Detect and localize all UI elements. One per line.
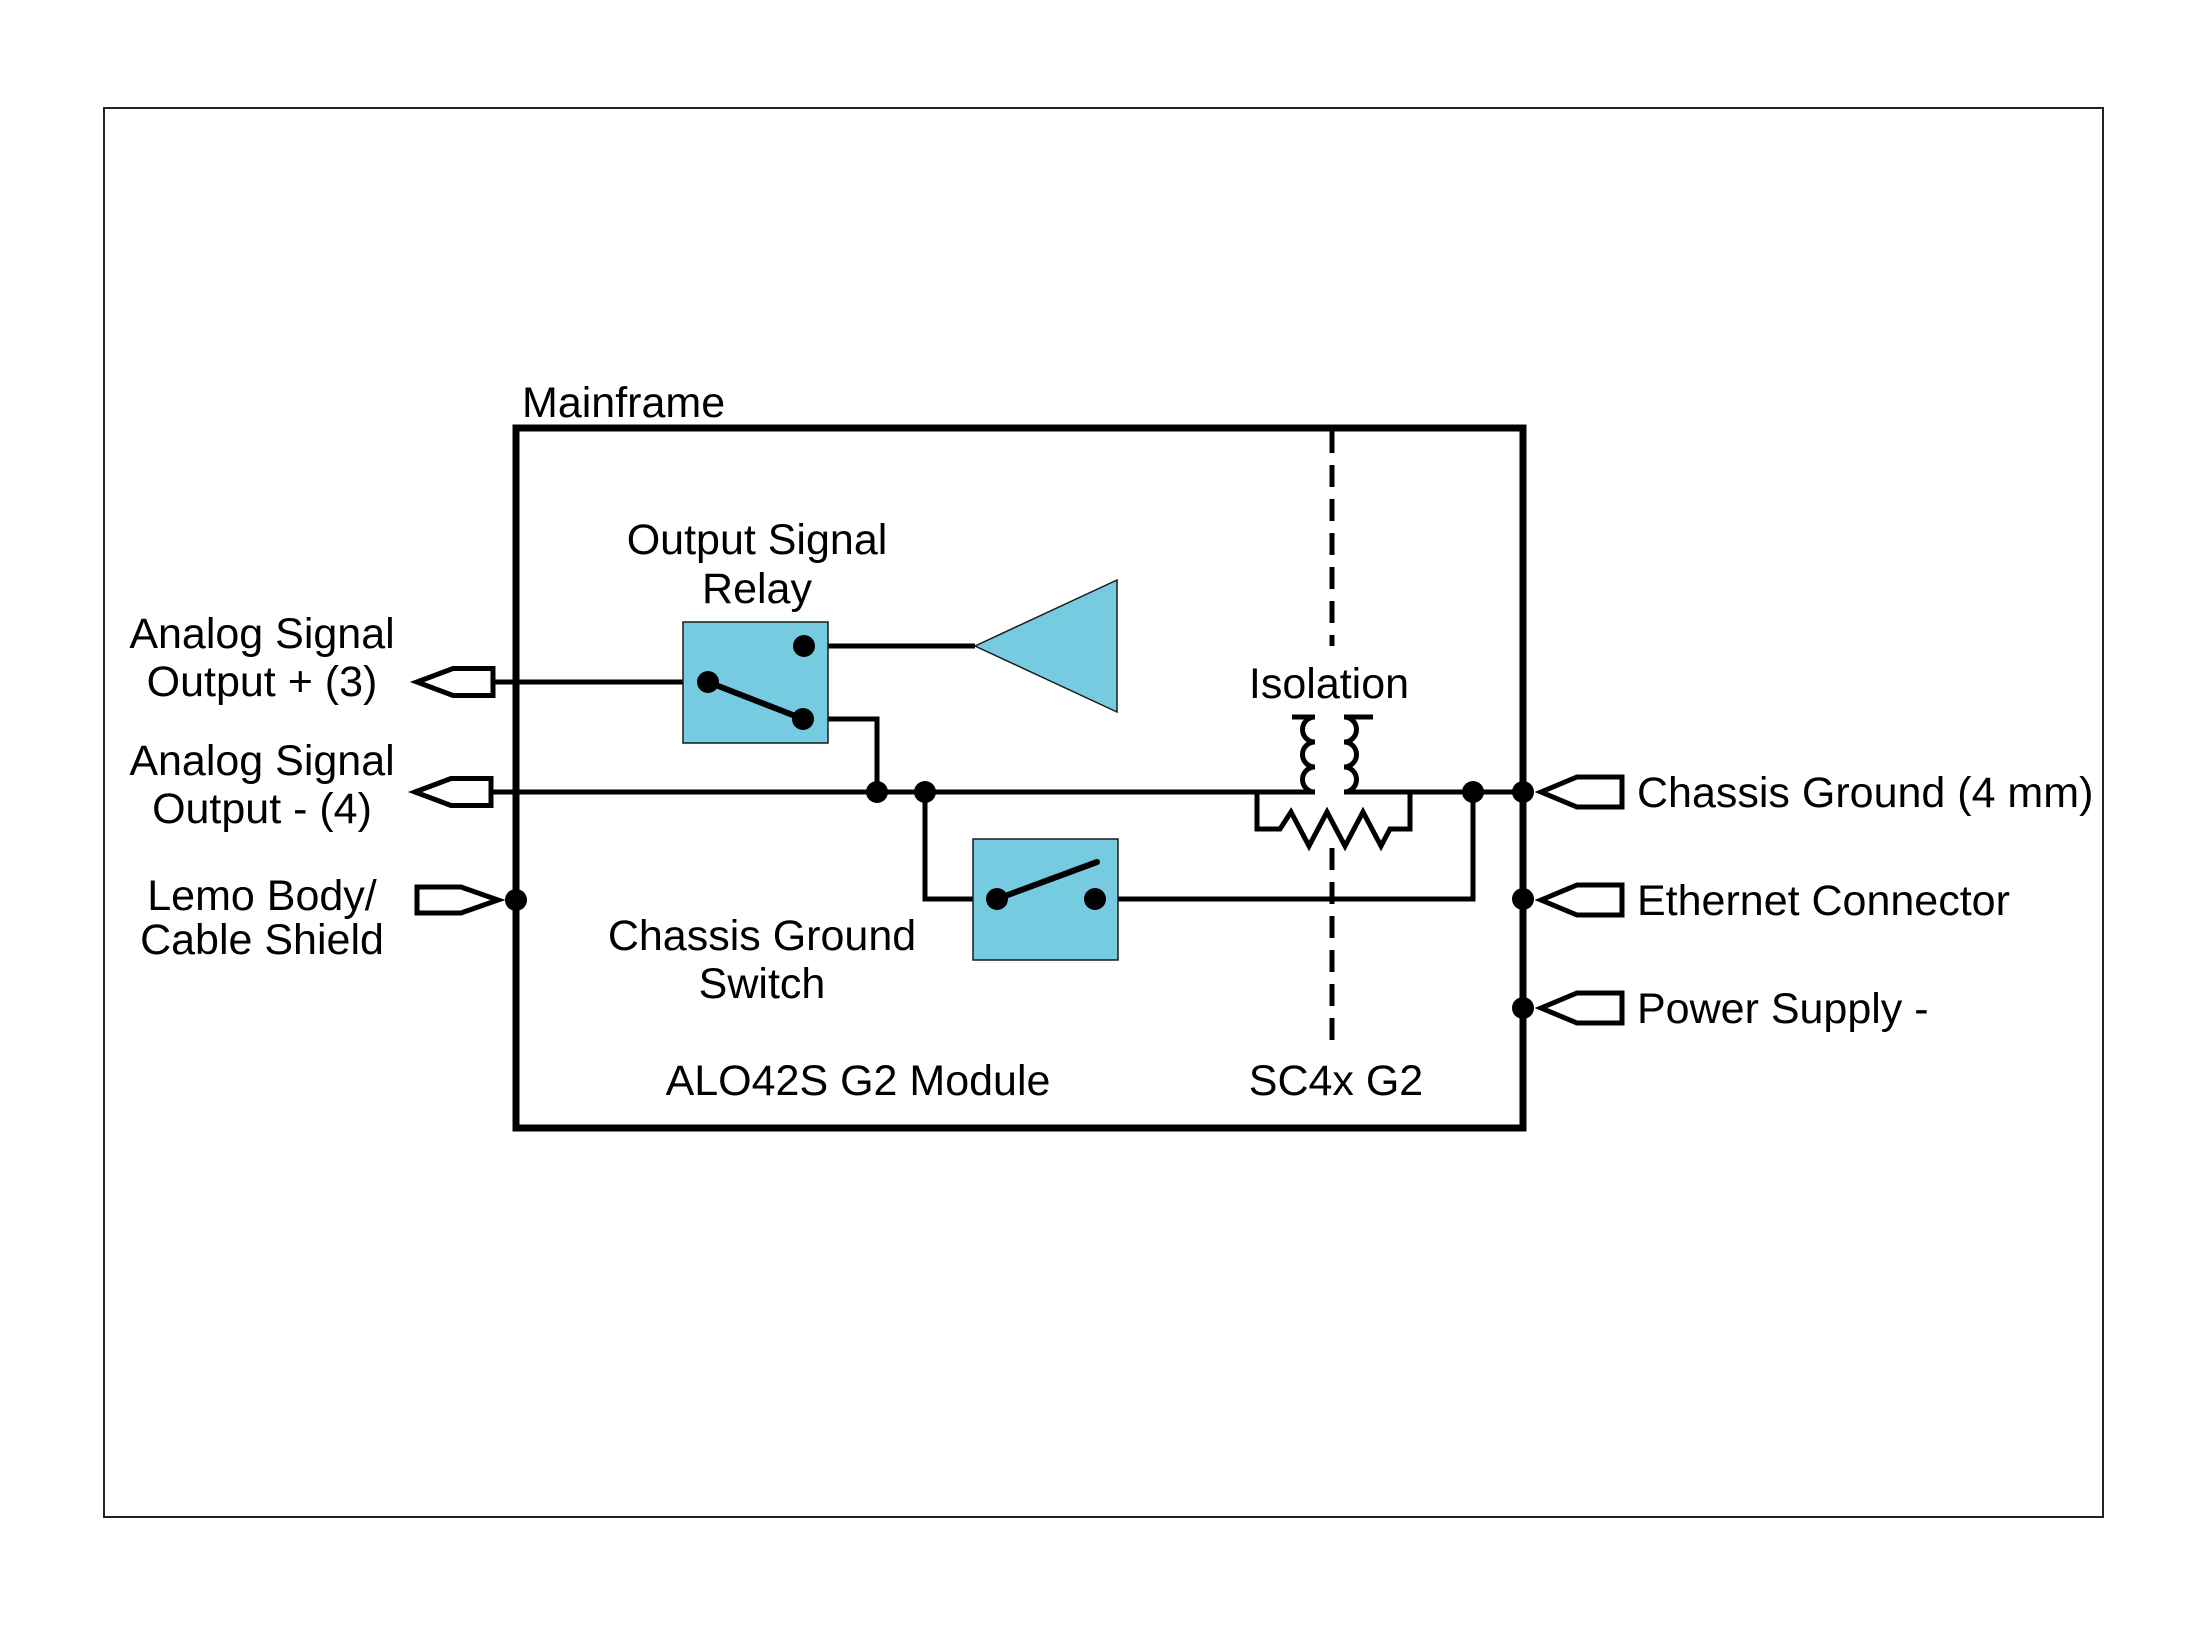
power-supply-edge-dot [1512, 997, 1534, 1019]
transformer-secondary-winding-icon [1343, 714, 1373, 795]
relay-switch-arm [705, 679, 806, 722]
switch-right-contact-dot [1084, 888, 1106, 910]
ethernet-edge-dot [1512, 888, 1534, 910]
transformer-primary-winding-icon [1292, 714, 1316, 795]
mainframe-box [512, 424, 1527, 1132]
chassis-ground-switch-arm [994, 859, 1100, 902]
mainframe-title: Mainframe [522, 379, 725, 427]
lemo-shield-label-line2: Cable Shield [140, 916, 384, 964]
isolation-label: Isolation [1249, 660, 1409, 708]
switch-left-contact-dot [986, 888, 1008, 910]
analog-output-plus-connector-icon [409, 666, 496, 698]
relay-upper-contact-dot [793, 635, 815, 657]
relay-label-line2: Relay [702, 565, 812, 613]
analog-plus-label-line1: Analog Signal [129, 610, 394, 658]
analog-output-minus-connector-icon [407, 776, 494, 808]
lemo-shield-connector-icon [414, 884, 506, 916]
junction-dot-relay-ground [866, 781, 888, 803]
ethernet-connector-icon [1534, 882, 1625, 918]
ethernet-port-label: Ethernet Connector [1637, 877, 2010, 925]
relay-pivot-dot [697, 671, 719, 693]
ground-switch-label-line2: Switch [699, 960, 826, 1008]
lemo-shield-edge-dot [505, 889, 527, 911]
junction-dot-ground-return [1462, 781, 1484, 803]
chassis-ground-connector-icon [1534, 774, 1625, 810]
lemo-shield-label-line1: Lemo Body/ [147, 872, 377, 920]
analog-minus-label-line2: Output - (4) [152, 785, 372, 833]
resistor-icon [1254, 792, 1413, 852]
segment-label: SC4x G2 [1249, 1057, 1423, 1105]
power-supply-port-label: Power Supply - [1637, 985, 1929, 1033]
relay-label-line1: Output Signal [627, 516, 888, 564]
power-supply-connector-icon [1534, 990, 1625, 1026]
analog-minus-label-line1: Analog Signal [129, 737, 394, 785]
chassis-ground-edge-dot [1512, 781, 1534, 803]
analog-plus-label-line2: Output + (3) [147, 658, 378, 706]
junction-dot-switch-branch [914, 781, 936, 803]
ground-switch-label-line1: Chassis Ground [608, 912, 916, 960]
chassis-ground-port-label: Chassis Ground (4 mm) [1637, 769, 2093, 817]
relay-lower-contact-dot [792, 708, 814, 730]
amplifier-triangle-icon [973, 578, 1118, 714]
switch-to-ground-wire [1095, 792, 1476, 902]
module-label: ALO42S G2 Module [666, 1057, 1051, 1105]
page-border [103, 107, 2104, 1518]
